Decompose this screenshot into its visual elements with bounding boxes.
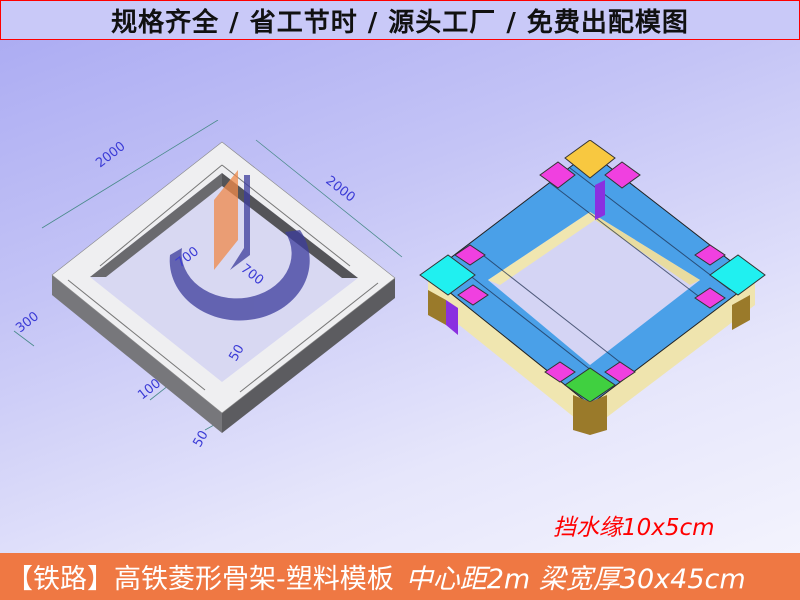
product-label: 【铁路】高铁菱形骨架-塑料模板 bbox=[6, 564, 394, 595]
bottom-banner: 【铁路】高铁菱形骨架-塑料模板 中心距2m 梁宽厚30x45cm bbox=[0, 553, 800, 600]
banner-title: 规格齐全 / 省工节时 / 源头工厂 / 免费出配模图 bbox=[111, 7, 689, 38]
rim-note: 挡水缘10x5cm bbox=[553, 515, 715, 541]
formwork-model bbox=[419, 140, 766, 435]
dim-rim-height: 50 bbox=[226, 342, 247, 364]
dim-rim-height-2: 50 bbox=[190, 428, 211, 450]
frame-drawing: 2000 2000 300 700 700 100 50 50 bbox=[13, 120, 403, 450]
dim-top-right: 2000 bbox=[323, 173, 358, 205]
top-banner: 规格齐全 / 省工节时 / 源头工厂 / 免费出配模图 bbox=[0, 0, 800, 40]
product-spec: 中心距2m 梁宽厚30x45cm bbox=[405, 564, 746, 595]
logo-watermark bbox=[169, 170, 310, 321]
dim-top-left: 2000 bbox=[93, 139, 128, 171]
dim-depth: 300 bbox=[13, 309, 42, 336]
